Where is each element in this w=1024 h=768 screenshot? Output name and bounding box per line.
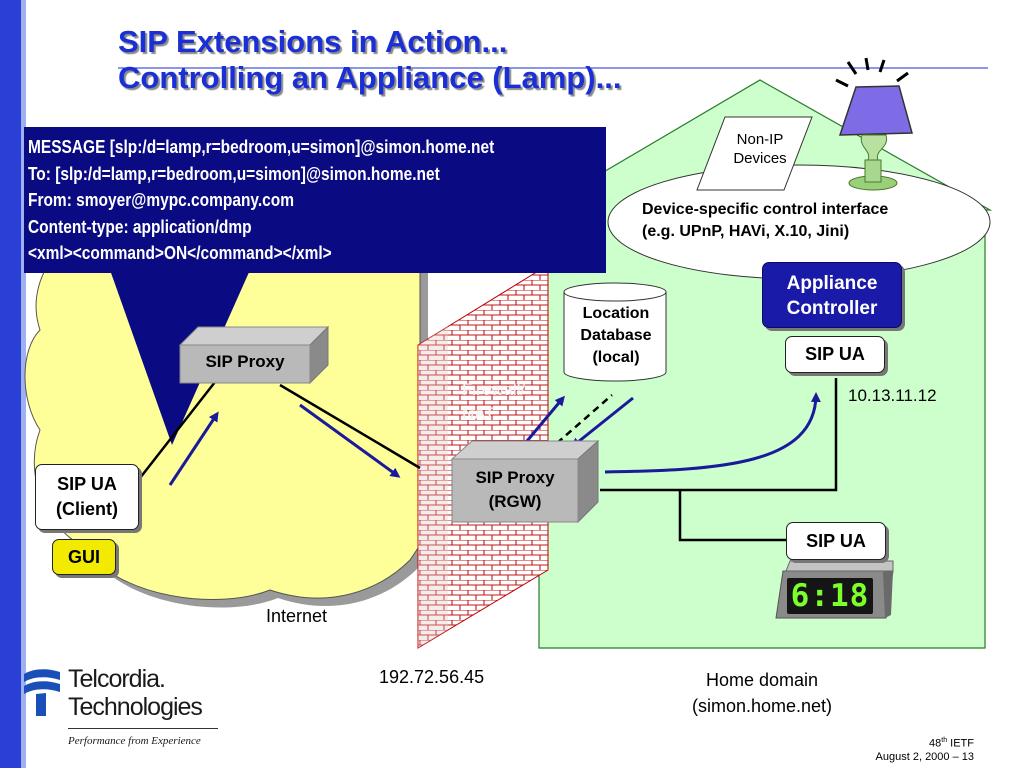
conf-name: IETF — [947, 737, 974, 750]
sip-proxy-rgw-label: SIP Proxy (RGW) — [452, 466, 578, 514]
appliance-line: Appliance — [786, 273, 878, 294]
sip-proxy-rgw-line-2: (RGW) — [488, 492, 542, 511]
device-interface-line-2: (e.g. UPnP, HAVi, X.10, Jini) — [642, 223, 850, 240]
footer-date: August 2, 2000 – 13 — [875, 750, 974, 763]
gui-node: GUI — [52, 539, 116, 575]
location-database-cylinder — [563, 282, 667, 382]
location-database-label: Location Database (local) — [566, 303, 666, 369]
conference-label: 48th IETF — [876, 734, 974, 751]
home-domain-line-1: Home domain — [705, 670, 819, 690]
device-interface-line-1: Device-specific control interface — [642, 201, 889, 218]
appliance-controller-node: Appliance Controller — [762, 262, 902, 328]
logo-line-2: Technologies — [68, 693, 203, 721]
devices-line: Devices — [733, 150, 787, 167]
sip-ua-client-line-2: (Client) — [56, 499, 118, 519]
telcordia-logo-icon — [24, 669, 60, 716]
local-line: (local) — [592, 349, 640, 366]
logo-rule — [68, 728, 218, 729]
conf-superscript: th — [941, 737, 948, 744]
logo-text: Telcordia. Technologies — [68, 665, 203, 721]
lamp-icon — [835, 57, 913, 191]
logo-tagline: Performance from Experience — [68, 735, 201, 747]
sip-proxy-rgw-box — [450, 439, 600, 524]
rgw-ip-label: 192.72.56.45 — [379, 667, 485, 687]
sip-ua-client-line-1: SIP UA — [57, 474, 117, 494]
message-line: From: smoyer@mypc.company.com — [28, 190, 295, 210]
sip-proxy-rgw-line-1: SIP Proxy — [475, 468, 555, 487]
home-domain-label: Home domain (simon.home.net) — [672, 667, 852, 719]
conf-number: 48 — [929, 737, 942, 750]
appliance-ip-label: 10.13.11.12 — [848, 386, 937, 405]
network-links — [139, 378, 838, 542]
message-line: To: [slp:/d=lamp,r=bedroom,u=simon]@simo… — [28, 163, 440, 184]
database-line: Database — [580, 327, 652, 344]
message-line: <xml><command>ON</command></xml> — [28, 243, 332, 263]
title-line-1: SIP Extensions in Action... — [118, 24, 508, 59]
home-domain-line-2: (simon.home.net) — [691, 696, 833, 716]
location-line: Location — [582, 305, 650, 322]
sip-ua-client-node: SIP UA (Client) — [35, 464, 139, 530]
alarm-clock-icon — [775, 560, 894, 619]
message-line: Content-type: application/dmp — [28, 216, 252, 237]
slide-title: SIP Extensions in Action... Controlling … — [118, 24, 621, 96]
non-ip-line: Non-IP — [736, 131, 784, 148]
logo-line-1: Telcordia. — [68, 665, 166, 693]
side-band — [0, 0, 21, 768]
internet-label: Internet — [266, 606, 328, 626]
firewall-nat-label: Firewall/ NAT — [462, 378, 525, 426]
controller-line: Controller — [786, 298, 878, 319]
sip-proxy-box — [178, 325, 330, 385]
firewall-line: Firewall/ — [462, 380, 526, 399]
title-line-2: Controlling an Appliance (Lamp)... — [118, 60, 622, 95]
sip-proxy-label: SIP Proxy — [205, 352, 285, 371]
sip-ua-clock-node: SIP UA — [786, 522, 886, 560]
sip-message-box: MESSAGE [slp:/d=lamp,r=bedroom,u=simon]@… — [24, 127, 606, 273]
nat-line: NAT — [462, 404, 495, 423]
message-line: MESSAGE [slp:/d=lamp,r=bedroom,u=simon]@… — [28, 137, 495, 157]
device-interface-label: Device-specific control interface (e.g. … — [642, 199, 888, 243]
non-ip-devices-shape — [696, 116, 813, 191]
clock-display: 6:18 — [790, 578, 870, 614]
non-ip-devices-label: Non-IP Devices — [720, 130, 800, 168]
footer: 48th IETF August 2, 2000 – 13 — [876, 734, 974, 764]
sip-ua-appliance-node: SIP UA — [785, 336, 885, 373]
